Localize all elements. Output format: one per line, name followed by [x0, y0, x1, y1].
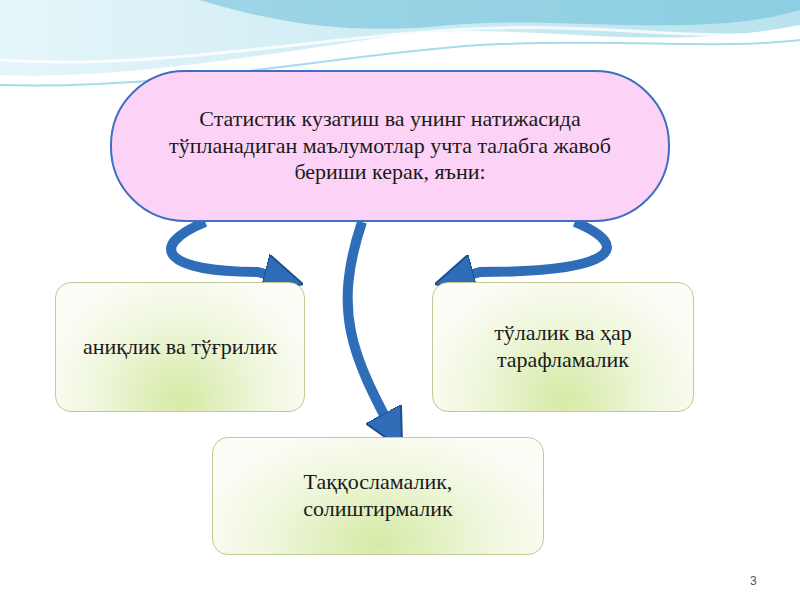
page-number: 3	[750, 574, 757, 588]
requirement-box: тўлалик ва ҳар тарафламалик	[432, 282, 694, 412]
node-text: тўлалик ва ҳар тарафламалик	[449, 320, 677, 374]
curved-arrow	[171, 222, 287, 280]
requirement-box: Таққосламалик, солиштирмалик	[212, 437, 544, 555]
wave-band	[200, 0, 800, 29]
node-text: Статистик кузатиш ва унинг натижасида тў…	[152, 106, 628, 186]
node-text: Таққосламалик, солиштирмалик	[229, 469, 527, 523]
requirement-box: аниқлик ва тўғрилик	[55, 282, 305, 412]
wave-band	[0, 0, 800, 76]
curved-arrow	[348, 222, 395, 435]
node-text: аниқлик ва тўғрилик	[83, 334, 277, 361]
curved-arrow	[450, 222, 607, 280]
requirement-pill: Статистик кузатиш ва унинг натижасида тў…	[110, 70, 670, 222]
